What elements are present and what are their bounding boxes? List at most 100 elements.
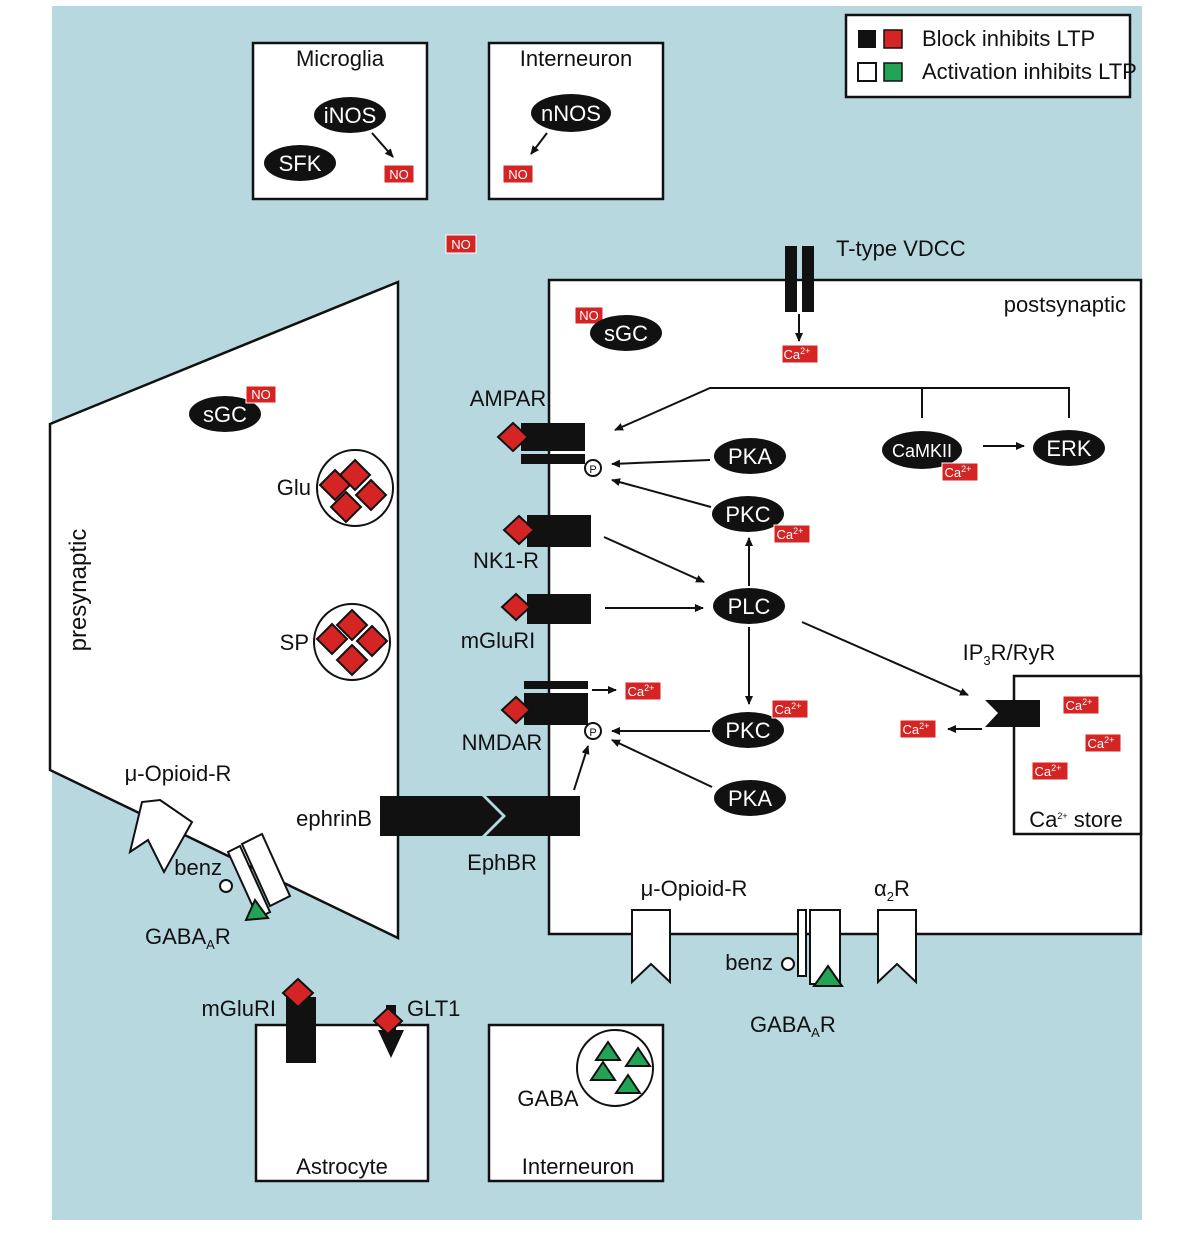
post-sgc-node [590, 315, 662, 351]
ampar-phospho-site [584, 459, 602, 477]
pre-sgc-label: sGC [203, 402, 247, 427]
glt1-label: GLT1 [407, 996, 460, 1021]
post-gabaar-gaba [812, 964, 844, 987]
nmdar-phospho-label: P [589, 727, 596, 739]
pre-no-label: NO [251, 387, 271, 402]
pka-bottom-label: PKA [728, 786, 772, 811]
alpha2r-receptor [877, 909, 917, 985]
vdcc-ca-label: Ca2+ [784, 346, 811, 362]
camkii-erk-to-ampar-arrow [614, 387, 1070, 431]
camkii-node [882, 431, 962, 469]
mglur1-receptor [527, 594, 591, 624]
extracellular-no-box [445, 234, 477, 254]
pre-sgc-node [189, 396, 261, 432]
glt1-glu [372, 1006, 404, 1036]
legend-black-swatch [858, 30, 876, 48]
interneuron-bottom-box: Interneuron GABA [487, 1023, 665, 1183]
microglia-title: Microglia [296, 46, 385, 71]
ampar-glu [496, 421, 530, 453]
ampar-label: AMPAR [470, 386, 547, 411]
svg-text:Ca2+: Ca2+ [1066, 697, 1093, 713]
erk-label: ERK [1046, 436, 1092, 461]
post-sgc-label: sGC [604, 321, 648, 346]
inos-label: iNOS [324, 103, 377, 128]
ephbr-receptor [486, 796, 580, 836]
sfk-node [264, 145, 336, 181]
vdcc-label: T-type VDCC [836, 236, 966, 261]
legend-green-swatch [883, 62, 903, 82]
svg-text:Ca2+: Ca2+ [1035, 763, 1062, 779]
pka-top-node [714, 438, 786, 474]
plc-label: PLC [728, 594, 771, 619]
post-no-label: NO [579, 308, 599, 323]
synaptic-receptors: AMPAR NK1-R mGluRI NMDAR ephrinB EphBR [296, 386, 591, 875]
ephrinb-ligand [380, 796, 502, 836]
pre-benz-label: benz [174, 855, 222, 880]
mglur1-label: mGluRI [461, 628, 536, 653]
vdcc-channel-right [802, 246, 814, 312]
ephbr-label: EphBR [467, 850, 537, 875]
presynaptic-terminal: presynaptic sGC NO Glu SP μ-Opioid-R ben… [48, 280, 400, 952]
gaba-label: GABA [517, 1086, 578, 1111]
pre-no-box [245, 385, 277, 404]
nk1r-sp [502, 514, 536, 546]
post-mu-opioid-receptor [631, 909, 671, 985]
microglia-box: Microglia iNOS SFK NO [251, 41, 429, 201]
nmdar-ca-box [624, 681, 662, 701]
legend-red-swatch [883, 29, 903, 49]
pkc-top-ca-label: Ca2+ [777, 526, 804, 542]
post-gabaar-subunit-a [797, 909, 807, 977]
pkc-top-ca-box [773, 524, 811, 544]
ip3r-channel [985, 700, 1040, 727]
postsynaptic-cell: postsynaptic NO sGC Ca2+ CaMKII Ca2+ ERK… [547, 246, 1143, 936]
sfk-label: SFK [279, 151, 322, 176]
legend-activation-label: Activation inhibits LTP [922, 59, 1137, 84]
ampar-receptor [521, 423, 585, 451]
microglia-no-box [383, 164, 415, 184]
postsynaptic-bottom-receptors: μ-Opioid-R benz GABAAR α2R [631, 876, 917, 1040]
nmdar-ca-label: Ca2+ [628, 683, 655, 699]
ca-store-label: Ca2+ store [1029, 807, 1122, 832]
nnos-label: nNOS [541, 101, 601, 126]
camkii-ca-label: Ca2+ [945, 464, 972, 480]
mglur1-glu [500, 592, 532, 622]
pkc-top-node [712, 496, 784, 532]
interneuron-no-label: NO [508, 167, 528, 182]
vdcc-channel-left [785, 246, 797, 312]
erk-node [1033, 430, 1105, 466]
interneuron-top-box: Interneuron nNOS NO [487, 41, 665, 201]
store-ca-box-3 [1031, 761, 1069, 781]
astrocyte-title: Astrocyte [296, 1154, 388, 1179]
alpha2r-label: α2R [874, 876, 910, 904]
microglia-no-label: NO [389, 167, 409, 182]
post-benz-label: benz [725, 950, 773, 975]
sp-vesicle [313, 603, 391, 681]
camkii-label: CaMKII [892, 441, 952, 461]
pre-gabaar-subunit-a [226, 844, 272, 920]
presynaptic-title: presynaptic [65, 529, 92, 652]
ephrinb-label: ephrinB [296, 806, 372, 831]
pre-benz-site [219, 879, 233, 893]
pre-gabaar-subunit-b [240, 832, 292, 908]
pkc-bottom-node [712, 712, 784, 748]
pka-bottom-node [714, 780, 786, 816]
svg-text:Ca2+: Ca2+ [1088, 735, 1115, 751]
nmdar-receptor-top [524, 681, 588, 689]
pkc-bottom-ca-box [771, 699, 809, 719]
post-gabaar-label: GABAAR [750, 1012, 836, 1040]
released-ca-label: Ca2+ [903, 721, 930, 737]
pkc-top-label: PKC [725, 502, 770, 527]
interneuron-top-title: Interneuron [520, 46, 633, 71]
gaba-vesicle [576, 1029, 654, 1107]
pre-gabaar-label: GABAAR [145, 924, 231, 952]
nmdar-phospho-site [584, 722, 602, 740]
camkii-ca-box [941, 462, 979, 482]
pre-mu-opioid-receptor [128, 798, 194, 875]
ip3r-label: IP3R/RyR [963, 640, 1056, 668]
post-no-box [574, 306, 604, 325]
post-benz-site [781, 957, 795, 971]
postsynaptic-title: postsynaptic [1004, 292, 1126, 317]
legend-block-label: Block inhibits LTP [922, 26, 1095, 51]
astrocyte-box: Astrocyte mGluRI GLT1 [201, 977, 460, 1183]
